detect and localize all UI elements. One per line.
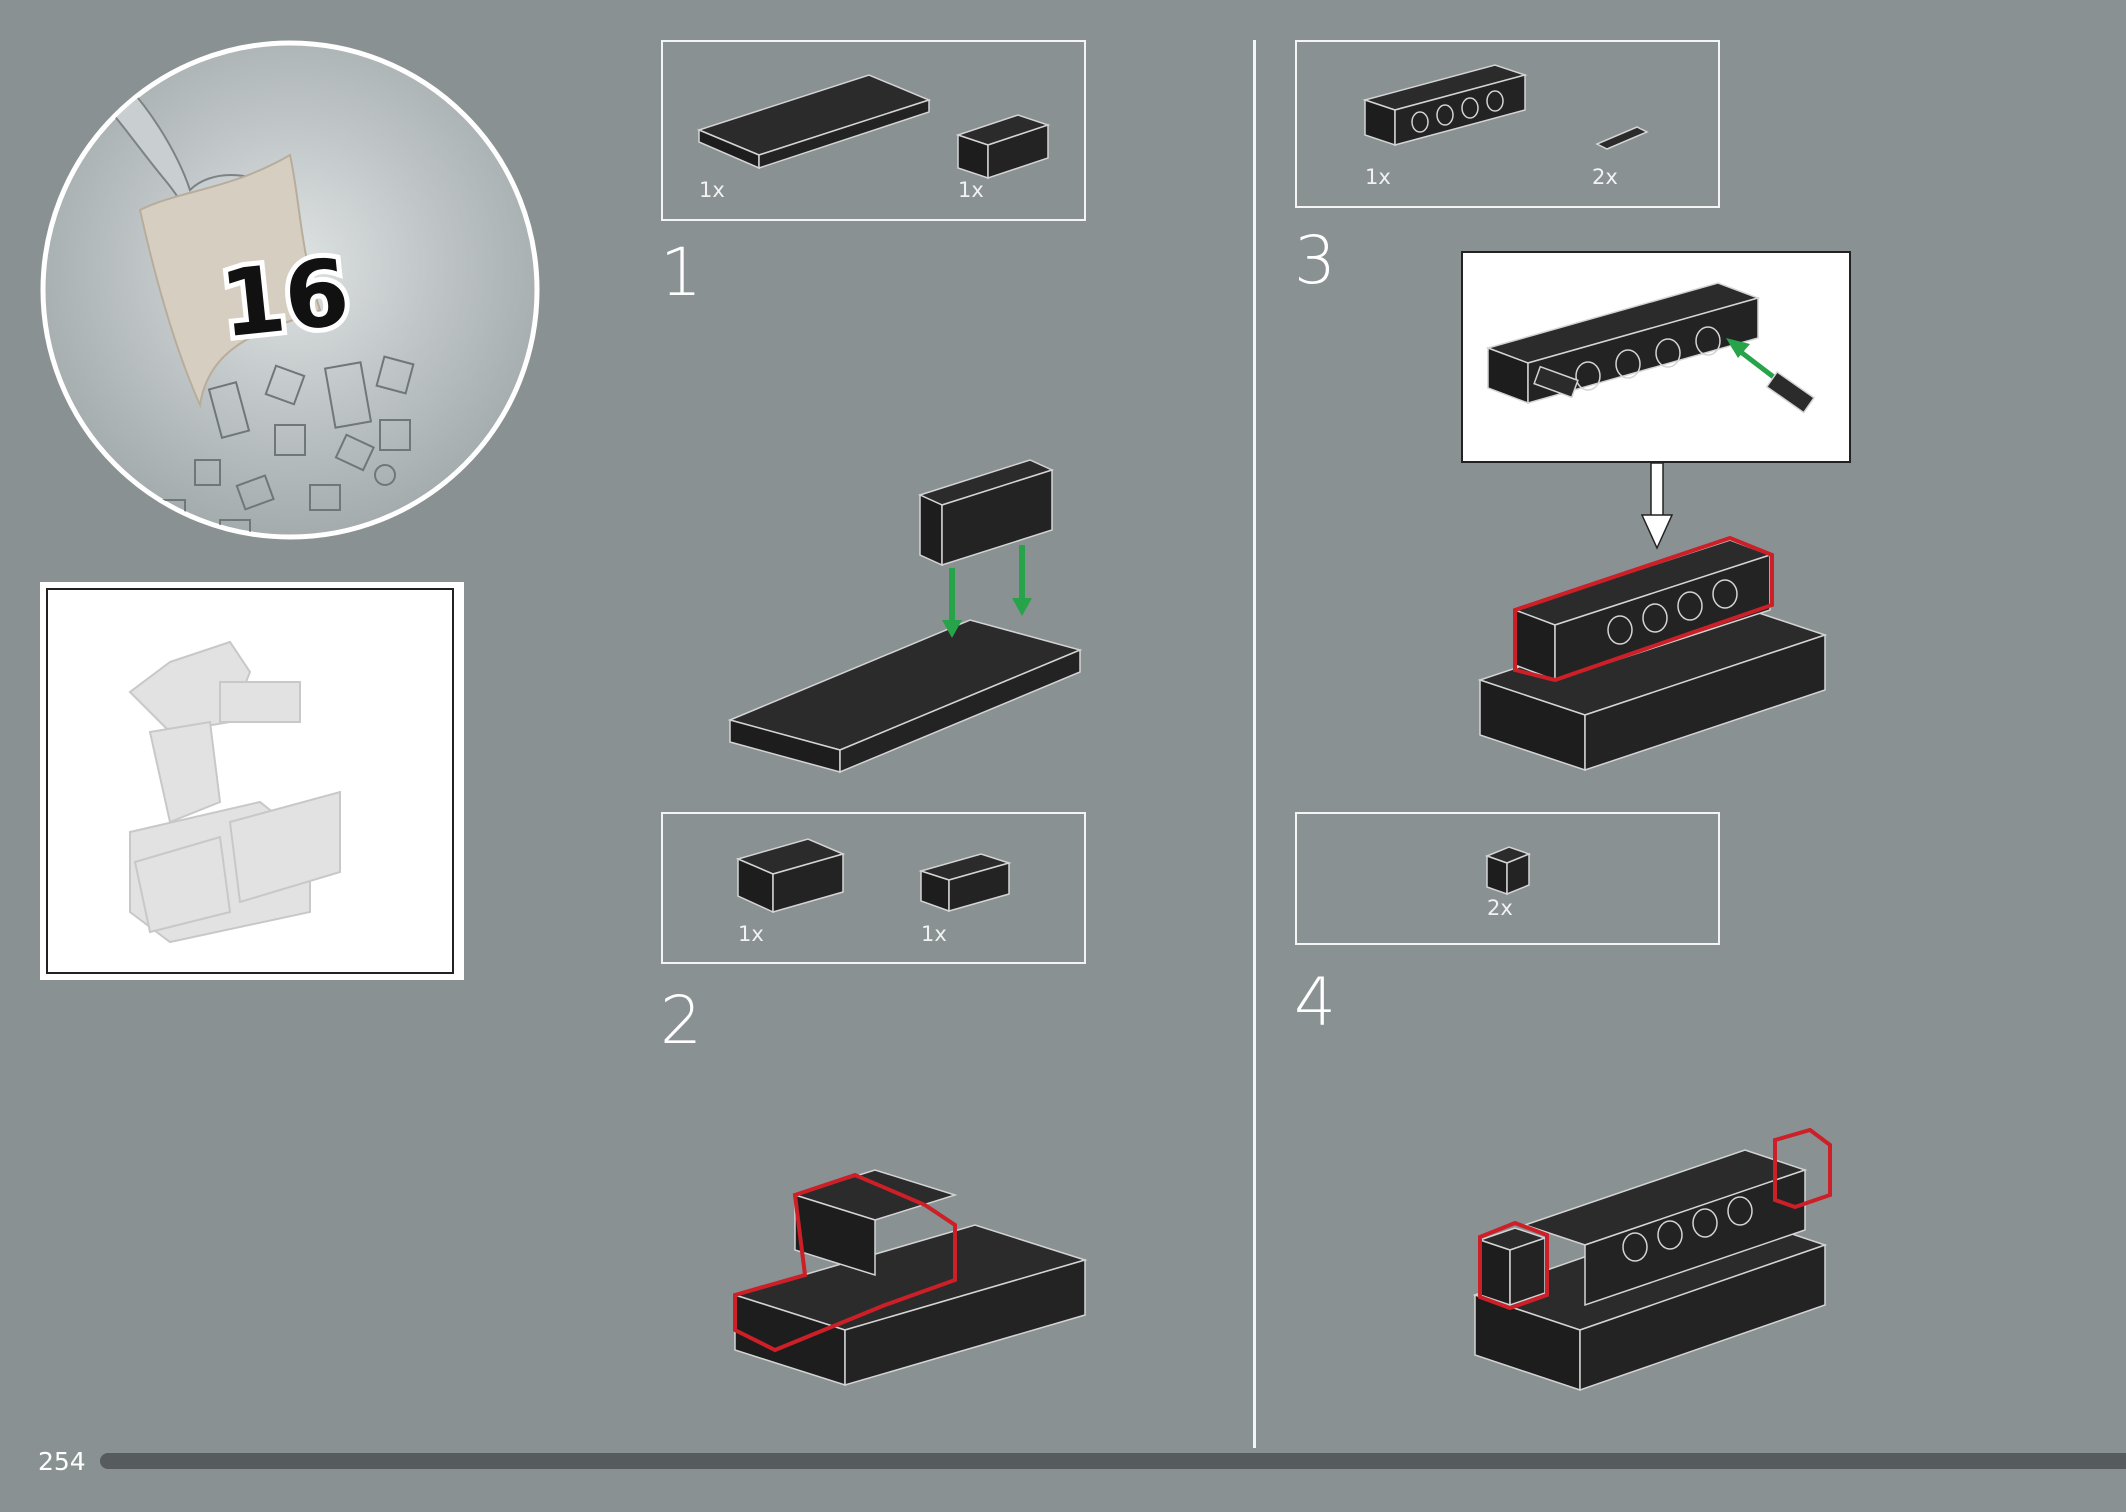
part-qty: 1x [958,178,984,202]
part-qty: 2x [1592,165,1618,189]
part-qty: 1x [1365,165,1391,189]
step-number: 1 [660,234,702,311]
model-preview-illustration [128,640,341,944]
part-qty: 1x [699,178,725,202]
model-preview [40,582,464,980]
step-1-assembly [727,459,1083,774]
step-number: 2 [660,982,702,1059]
progress-bar [100,1453,2126,1469]
step-3-subassembly-box [1461,251,1851,463]
part-qty: 1x [921,922,947,946]
technic-brick-1x6-icon [1362,64,1528,147]
step-1-parts-callout: 1x 1x [661,40,1086,221]
step-2-assembly [732,1169,1088,1387]
brick-1x1-icon [1484,846,1532,896]
bag-circle: 16 [40,40,540,540]
part-qty: 2x [1487,896,1513,920]
bag-number: 16 [216,239,355,359]
brick-1x3-icon [955,114,1051,180]
column-divider [1253,40,1256,1448]
step-4-assembly [1472,1127,1832,1392]
step-2-parts-callout: 1x 1x [661,812,1086,964]
step-number: 3 [1294,222,1336,299]
step-3-parts-callout: 1x 2x [1295,40,1720,208]
brick-2x3-icon [735,838,846,914]
page-number: 254 [38,1447,86,1476]
step-3-subassembly-illustration [1485,282,1816,414]
brick-1x3-icon [918,853,1012,913]
down-arrow-icon [1640,462,1674,550]
part-qty: 1x [738,922,764,946]
step-3-assembly [1477,535,1828,772]
plate-2x8-icon [696,74,932,170]
step-number: 4 [1294,964,1336,1041]
technic-pin-icon [1595,126,1649,150]
step-4-parts-callout: 2x [1295,812,1720,945]
